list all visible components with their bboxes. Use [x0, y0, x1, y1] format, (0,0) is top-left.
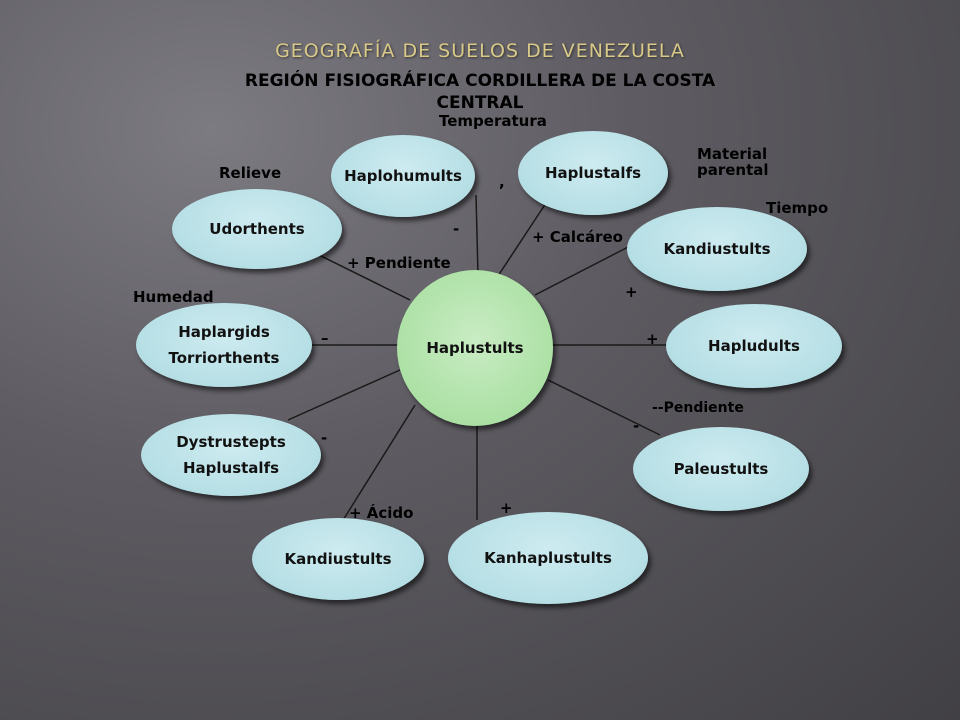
node-paleustults: Paleustults [633, 427, 809, 511]
factor-relieve: Relieve [219, 164, 282, 182]
node-kandiustults-bottom: Kandiustults [252, 518, 424, 600]
node-dystrustepts: Dystrustepts Haplustalfs [141, 414, 321, 496]
line-haplohumults [475, 194, 479, 276]
node-hapludults: Hapludults [666, 304, 842, 388]
line-kandiustults-top [534, 244, 633, 296]
node-kanhaplustults: Kanhaplustults [448, 512, 648, 604]
node-label: Hapludults [708, 337, 800, 355]
edge-label-acido: + Ácido [349, 504, 414, 522]
line-dystrustepts [287, 369, 401, 421]
line-haplustalfs [495, 199, 549, 280]
node-label: Udorthents [209, 220, 305, 238]
node-kandiustults-top: Kandiustults [627, 207, 807, 291]
slide-subtitle: REGIÓN FISIOGRÁFICA CORDILLERA DE LA COS… [244, 71, 716, 113]
node-haplustults-center: Haplustults [397, 270, 553, 426]
node-label: Dystrustepts [176, 433, 286, 451]
node-label: Haplohumults [344, 167, 462, 185]
sign-plus-kanhaplustults: + [500, 499, 513, 517]
sign-comma-temperatura: , [499, 173, 505, 191]
node-label: Kandiustults [663, 240, 771, 258]
factor-humedad: Humedad [133, 288, 214, 306]
center-label: Haplustults [426, 339, 524, 357]
edge-label-calcareo: + Calcáreo [532, 228, 623, 246]
line-udorthents [314, 252, 411, 301]
node-label: Kanhaplustults [484, 549, 612, 567]
factor-tiempo: Tiempo [766, 199, 829, 217]
sign-plus-hapludults: + [646, 330, 659, 348]
factor-material-parental: Material parental [697, 145, 769, 179]
slide-title: GEOGRAFÍA DE SUELOS DE VENEZUELA [275, 40, 685, 62]
sign-minus-haplohumults: - [453, 220, 460, 238]
node-label: Paleustults [673, 460, 769, 478]
sign-minus-humedad: – [321, 329, 329, 347]
node-haplustalfs: Haplustalfs [518, 131, 668, 215]
node-label: Torriorthents [168, 349, 280, 367]
factor-temperatura: Temperatura [439, 112, 547, 130]
edge-label-pendiente-minus: --Pendiente [652, 400, 744, 416]
edge-label-pendiente-plus: + Pendiente [347, 254, 451, 272]
node-haplargids: Haplargids Torriorthents [136, 303, 312, 387]
node-label: Haplustalfs [182, 459, 280, 477]
node-udorthents: Udorthents [172, 189, 342, 269]
sign-plus-kandiustults: + [625, 283, 638, 301]
sign-minus-paleustults: - [633, 417, 640, 435]
line-paleustults [547, 379, 661, 436]
node-label: Kandiustults [284, 550, 392, 568]
node-label: Haplustalfs [544, 164, 642, 182]
node-haplohumults: Haplohumults [331, 135, 475, 217]
sign-minus-dystrustepts: - [321, 429, 328, 447]
line-kandiustults-bottom [339, 404, 416, 526]
node-label: Haplargids [178, 323, 270, 341]
